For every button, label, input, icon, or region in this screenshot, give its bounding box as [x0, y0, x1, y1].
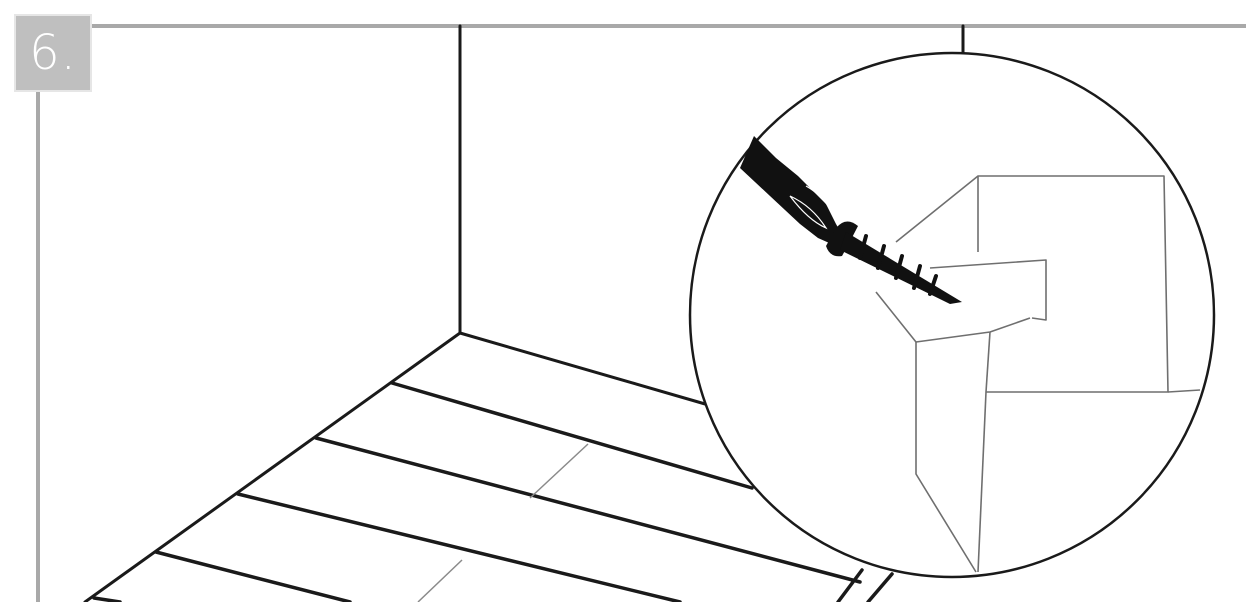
plank-edge — [238, 494, 680, 602]
plank-joint — [418, 560, 462, 602]
step-number-badge: 6. — [14, 14, 92, 92]
plank-edge — [156, 552, 350, 602]
wall-floor-junction-back — [460, 333, 712, 406]
wall-floor-junction-left — [85, 333, 460, 602]
detail-magnifier — [690, 53, 1214, 577]
plank-edge-front — [94, 598, 120, 602]
skirting-end — [838, 570, 862, 602]
plank-joint — [530, 444, 588, 498]
plank-joints — [418, 444, 588, 602]
magnifier-circle — [690, 53, 1214, 577]
skirting-end — [868, 574, 892, 602]
